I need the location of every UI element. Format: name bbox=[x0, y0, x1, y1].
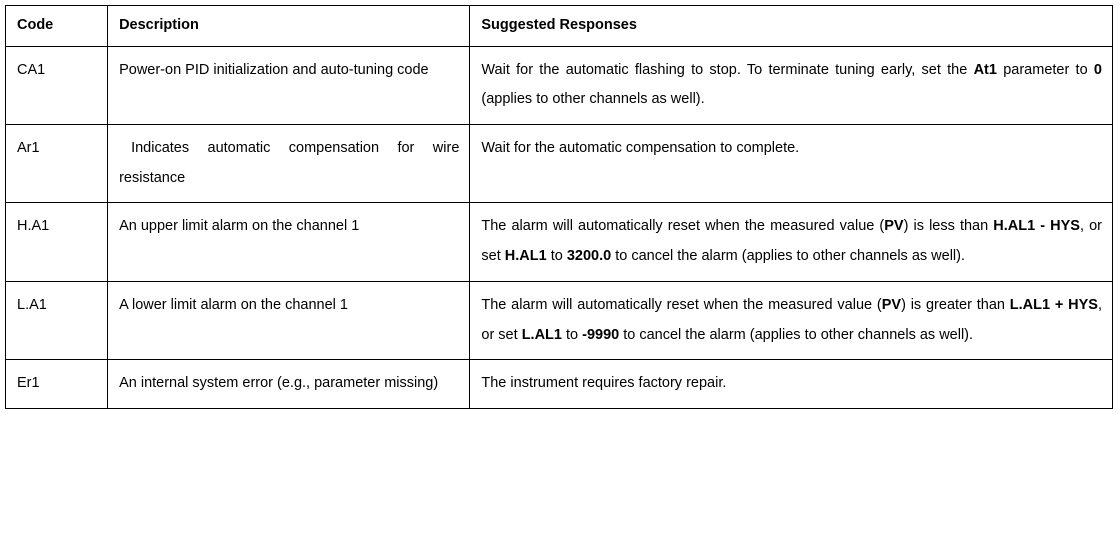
table-row: L.A1 A lower limit alarm on the channel 1… bbox=[4, 280, 1113, 361]
body-text: (applies to other channels as well). bbox=[481, 91, 705, 108]
body-text: The alarm will automatically reset when … bbox=[481, 296, 882, 313]
body-text: to cancel the alarm (applies to other ch… bbox=[619, 326, 974, 343]
cell-description: An internal system error (e.g., paramete… bbox=[107, 359, 471, 410]
cell-description: An upper limit alarm on the channel 1 bbox=[107, 202, 471, 282]
table-row: H.A1 An upper limit alarm on the channel … bbox=[4, 202, 1113, 282]
body-text: , or set bbox=[481, 218, 1102, 265]
emphasis-text: H.AL1 bbox=[504, 248, 547, 265]
body-text: Wait for the automatic flashing to stop.… bbox=[481, 61, 974, 78]
cell-description-text: An internal system error (e.g., paramete… bbox=[119, 375, 439, 392]
cell-suggested-response: The alarm will automatically reset when … bbox=[469, 202, 1113, 282]
emphasis-text: 3200.0 bbox=[566, 248, 612, 265]
cell-suggested-response-text: The alarm will automatically reset when … bbox=[481, 291, 1102, 350]
emphasis-text: PV bbox=[881, 296, 902, 313]
emphasis-text: At1 bbox=[973, 61, 997, 78]
cell-code: Ar1 bbox=[4, 123, 109, 204]
table-body: CA1 Power-on PID initialization and auto-… bbox=[4, 45, 1113, 410]
table-row: CA1 Power-on PID initialization and auto-… bbox=[4, 45, 1113, 126]
body-text: , or set bbox=[481, 296, 1102, 343]
body-text: The alarm will automatically reset when … bbox=[481, 218, 885, 235]
cell-code: H.A1 bbox=[4, 202, 109, 282]
column-header-description: Description bbox=[107, 5, 471, 47]
cell-description: Power-on PID initialization and auto-tun… bbox=[107, 45, 471, 126]
cell-description: Indicates automatic compensation for wir… bbox=[107, 123, 471, 204]
emphasis-text: 0 bbox=[1093, 61, 1102, 78]
cell-description: A lower limit alarm on the channel 1 bbox=[107, 280, 471, 361]
cell-suggested-response-text: The alarm will automatically reset when … bbox=[481, 212, 1102, 271]
error-code-table: Code Description Suggested Responses CA1… bbox=[4, 5, 1113, 410]
error-code-table-container: Code Description Suggested Responses CA1… bbox=[4, 5, 1113, 410]
body-text: to bbox=[561, 326, 583, 343]
cell-description-text: Indicates automatic compensation for wir… bbox=[119, 140, 460, 186]
body-text: to bbox=[546, 248, 567, 265]
cell-description-text: An upper limit alarm on the channel 1 bbox=[119, 218, 360, 235]
cell-suggested-response: The alarm will automatically reset when … bbox=[469, 280, 1113, 361]
cell-code: L.A1 bbox=[4, 280, 109, 361]
cell-suggested-response: The instrument requires factory repair. bbox=[469, 359, 1113, 410]
table-header-row: Code Description Suggested Responses bbox=[4, 5, 1113, 47]
emphasis-text: L.AL1 bbox=[521, 326, 562, 343]
cell-description-text: Power-on PID initialization and auto-tun… bbox=[119, 61, 429, 78]
cell-suggested-response-text: Wait for the automatic flashing to stop.… bbox=[481, 56, 1102, 115]
cell-suggested-response-text: The instrument requires factory repair. bbox=[481, 369, 1102, 399]
column-header-responses: Suggested Responses bbox=[469, 5, 1113, 47]
emphasis-text: L.AL1 + HYS bbox=[1009, 296, 1098, 313]
body-text: to cancel the alarm (applies to other ch… bbox=[611, 248, 966, 265]
table-row: Er1 An internal system error (e.g., param… bbox=[4, 359, 1113, 410]
body-text: parameter to bbox=[996, 61, 1094, 78]
body-text: Wait for the automatic compensation to c… bbox=[481, 140, 800, 156]
cell-suggested-response-text: Wait for the automatic compensation to c… bbox=[481, 134, 1102, 164]
cell-code: Er1 bbox=[4, 359, 109, 410]
cell-suggested-response: Wait for the automatic compensation to c… bbox=[469, 123, 1113, 204]
body-text: The instrument requires factory repair. bbox=[481, 375, 727, 392]
column-header-code: Code bbox=[4, 5, 109, 47]
body-text: ) is greater than bbox=[901, 296, 1010, 313]
body-text: ) is less than bbox=[903, 218, 994, 235]
emphasis-text: H.AL1 - HYS bbox=[993, 218, 1080, 235]
emphasis-text: PV bbox=[884, 218, 904, 235]
emphasis-text: -9990 bbox=[582, 326, 620, 343]
cell-suggested-response: Wait for the automatic flashing to stop.… bbox=[469, 45, 1113, 126]
cell-code: CA1 bbox=[4, 45, 109, 126]
cell-description-text: A lower limit alarm on the channel 1 bbox=[119, 296, 348, 313]
table-header: Code Description Suggested Responses bbox=[4, 5, 1113, 47]
